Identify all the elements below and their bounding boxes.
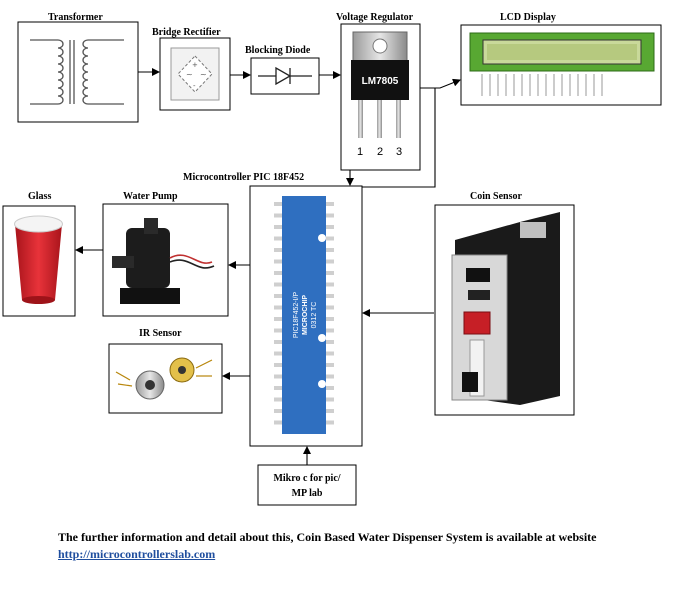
glass-label: Glass	[28, 191, 51, 202]
caption-text: The further information and detail about…	[58, 530, 597, 544]
coin-sensor-label: Coin Sensor	[470, 191, 523, 202]
lcd-display-label: LCD Display	[500, 12, 556, 23]
microcontroller-label: Microcontroller PIC 18F452	[183, 172, 304, 183]
bridge-rectifier-label: Bridge Rectifier	[152, 27, 221, 38]
blocking-diode-label: Blocking Diode	[245, 45, 311, 56]
chip-marking-brand: MICROCHIP	[302, 295, 309, 335]
transformer-label: Transformer	[48, 12, 103, 23]
software-label-line2: MP lab	[292, 488, 323, 499]
svg-text:~: ~	[200, 70, 207, 79]
line-lcd-to-microcontroller	[362, 88, 436, 188]
bridge-rectifier-icon: ~ ~ + -	[170, 47, 220, 101]
regulator-part-number: LM7805	[362, 76, 399, 87]
diode-symbol-icon	[258, 66, 312, 86]
water-pump-icon	[112, 218, 215, 304]
regulator-pin-3: 3	[396, 146, 402, 158]
caption: The further information and detail about…	[58, 529, 658, 563]
software-label-line1: Mikro c for pic/	[273, 473, 340, 484]
regulator-pin-1: 1	[357, 146, 363, 158]
voltage-regulator-label: Voltage Regulator	[336, 12, 414, 23]
lcd-module-icon	[469, 32, 655, 96]
software-block	[257, 464, 357, 506]
svg-text:-: -	[193, 82, 196, 90]
regulator-component-icon	[351, 31, 409, 138]
transformer-symbol-icon	[30, 39, 124, 105]
ir-sensor-block	[108, 343, 223, 414]
svg-text:+: +	[192, 61, 198, 69]
chip-marking-code: 0312 TC	[311, 302, 318, 329]
transformer-block	[17, 21, 139, 123]
arrow-regulator-to-lcd	[420, 78, 461, 89]
coin-acceptor-icon	[451, 212, 560, 405]
caption-link[interactable]: http://microcontrollerslab.com	[58, 547, 216, 561]
red-cup-icon	[14, 215, 63, 304]
ir-sensor-label: IR Sensor	[139, 328, 182, 339]
ir-sensor-icon	[115, 357, 213, 400]
regulator-pin-2: 2	[377, 146, 383, 158]
pic-chip-icon	[274, 196, 334, 434]
svg-text:~: ~	[186, 70, 193, 79]
chip-marking-part: PIC18F452-I/P	[293, 292, 300, 339]
water-pump-label: Water Pump	[123, 191, 178, 202]
